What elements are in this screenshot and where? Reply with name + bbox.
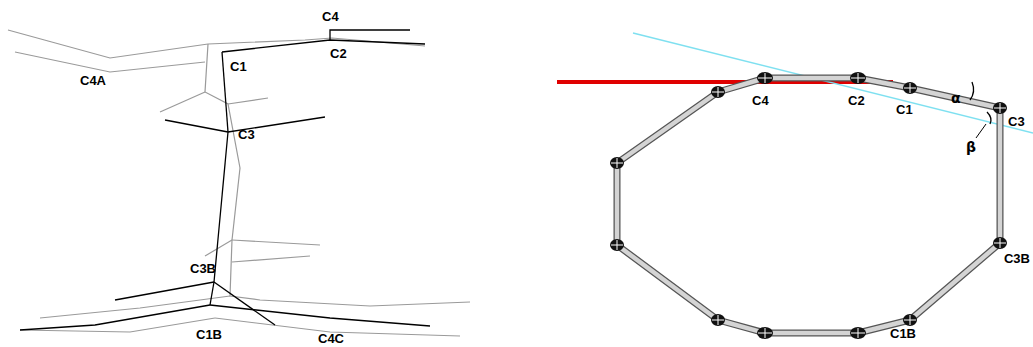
angle-label: β [966, 140, 976, 154]
atom-label: C1B [196, 328, 222, 341]
angle-arc [970, 82, 974, 100]
angle-label: α [951, 91, 961, 105]
atom-label: C3B [1004, 252, 1030, 265]
atom-label: C2 [848, 94, 865, 107]
leader-line [976, 124, 986, 138]
atom-label: C4C [318, 332, 344, 345]
atom-label: C3 [238, 128, 255, 141]
atom-label: C3 [1008, 115, 1025, 128]
ring-bonds [617, 78, 1000, 333]
atom-label: C1B [890, 327, 916, 340]
atom-label: C4A [80, 74, 106, 87]
atom-label: C3B [190, 262, 216, 275]
atom-label: C1 [230, 60, 247, 73]
atom-label: C1 [896, 103, 913, 116]
atom-label: C4 [322, 10, 339, 23]
grey-framework [8, 30, 470, 336]
black-framework [20, 30, 430, 330]
plane-line [633, 33, 1033, 133]
angle-arc [987, 112, 991, 124]
atom-ellipsoids [610, 72, 1007, 339]
atom-label: C2 [330, 47, 347, 60]
atom-label: C4 [752, 94, 769, 107]
